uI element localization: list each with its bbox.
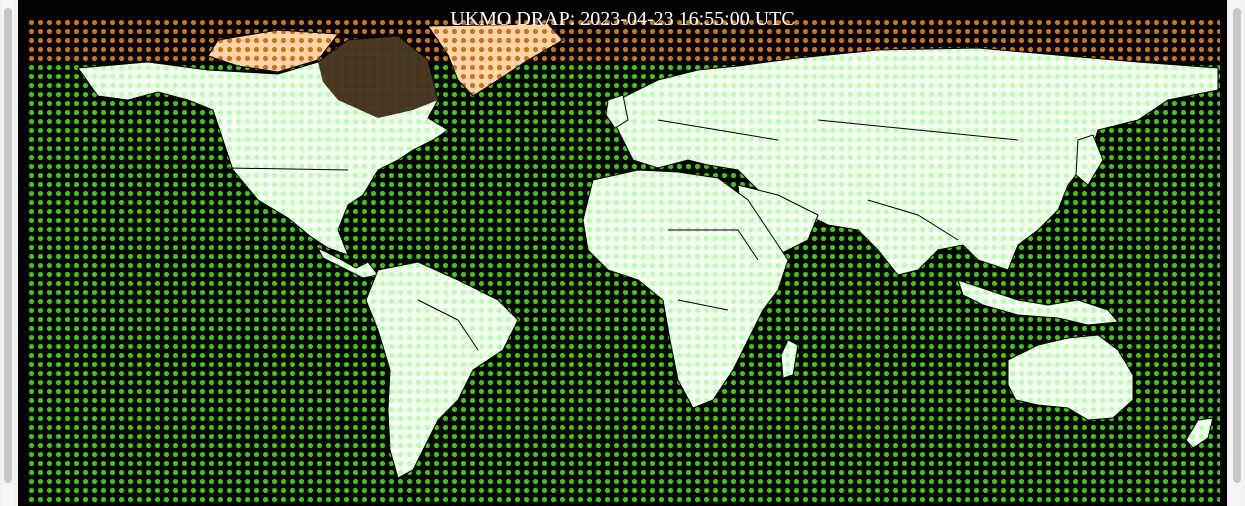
- madagascar: [780, 339, 799, 379]
- left-scrollbar[interactable]: [2, 0, 14, 506]
- southeast-asia-islands: [957, 279, 1119, 326]
- left-scroll-thumb[interactable]: [4, 8, 12, 483]
- country-borders: [227, 119, 1019, 351]
- british-isles: [605, 94, 629, 129]
- arctic-islands: [207, 29, 339, 73]
- right-scroll-thumb[interactable]: [1233, 8, 1241, 483]
- south-america: [365, 261, 519, 479]
- japan: [1075, 134, 1104, 186]
- night-region: [318, 36, 438, 118]
- greenland: [427, 23, 564, 97]
- right-scrollbar[interactable]: [1231, 0, 1243, 506]
- new-zealand: [1185, 417, 1214, 449]
- australia: [1007, 334, 1134, 421]
- eurasia: [612, 47, 1219, 276]
- drap-map-panel: UKMO DRAP: 2023-04-23 16:55:00 UTC: [18, 0, 1227, 506]
- world-map: [26, 20, 1220, 506]
